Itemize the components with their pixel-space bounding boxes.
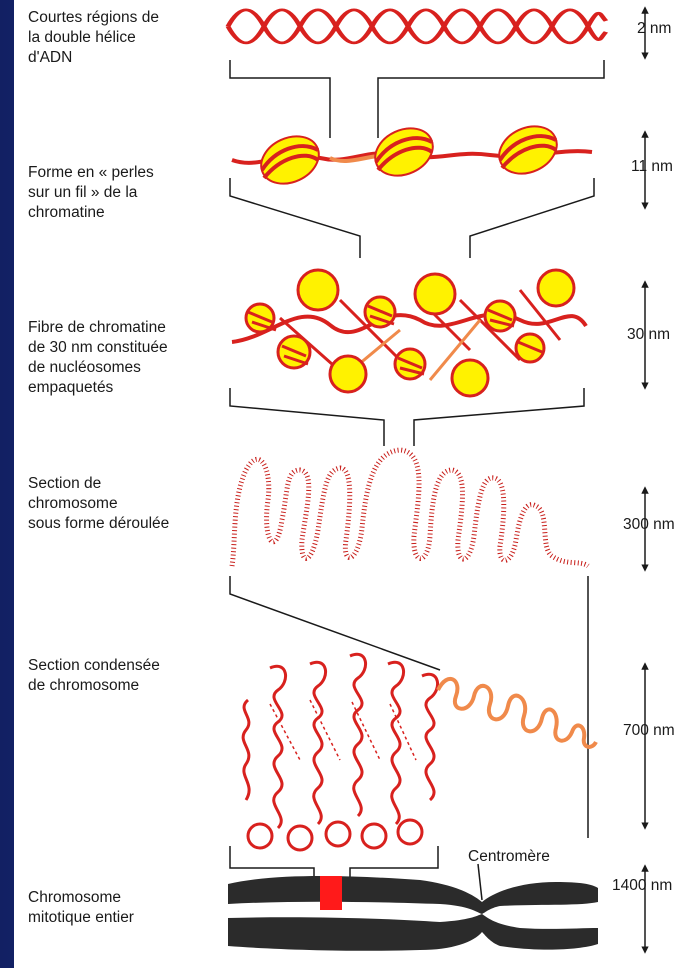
beads-on-string	[232, 117, 592, 192]
centromere-highlight	[320, 876, 342, 910]
condensed-section	[243, 654, 437, 850]
zoom-connector-2	[230, 178, 594, 258]
mitotic-chromosome	[228, 864, 598, 951]
zoom-connector-5	[230, 846, 438, 880]
figure-panel: Courtes régions de la double hélice d'AD…	[14, 0, 698, 968]
chromatin-30nm-fiber	[232, 270, 586, 396]
nucleosome-3	[492, 117, 565, 182]
zoom-connector-3	[230, 388, 584, 446]
chromatin-diagram	[14, 0, 698, 968]
dna-double-helix	[228, 10, 606, 43]
condensed-tail	[438, 679, 596, 747]
unfolded-loops	[232, 450, 588, 566]
nucleosome-1	[254, 127, 327, 192]
zoom-connector-4	[230, 576, 588, 838]
centromere-pointer	[478, 864, 482, 900]
zoom-connector-1	[230, 60, 604, 138]
